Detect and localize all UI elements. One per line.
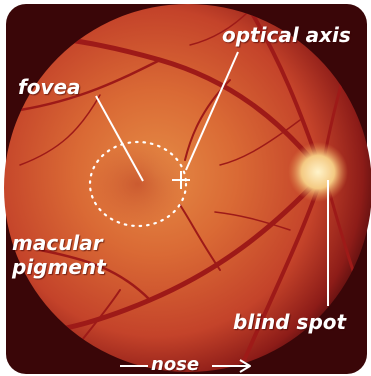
optical-axis-label: optical axis [222,24,351,46]
macular-pigment-label-line1: macular [12,232,103,254]
macular-pigment-label-line2: pigment [12,256,106,278]
blind-spot-label: blind spot [233,311,346,333]
fovea-label: fovea [18,76,81,98]
nose-direction-label: nose [151,354,199,376]
optic-disc [288,142,348,202]
